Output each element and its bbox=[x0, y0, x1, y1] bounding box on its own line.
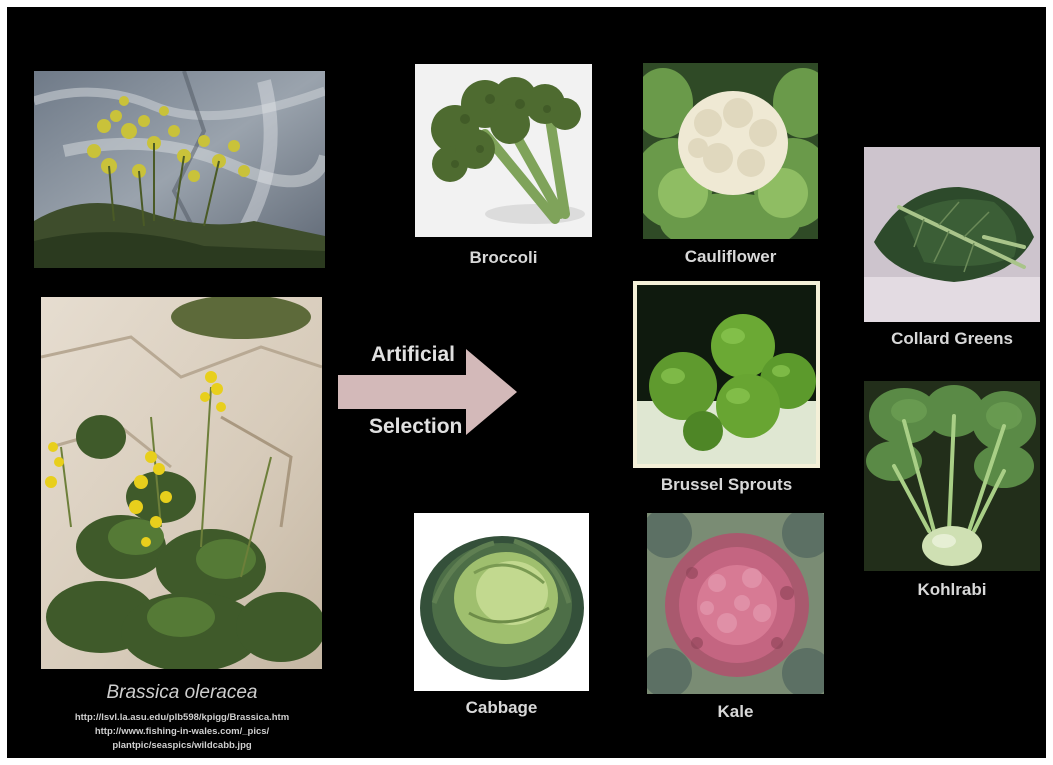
cabbage-label: Cabbage bbox=[414, 698, 589, 718]
source-url-2[interactable]: http://www.fishing-in-wales.com/_pics/ bbox=[34, 726, 330, 737]
broccoli-label: Broccoli bbox=[415, 248, 592, 268]
arrow-label-artificial: Artificial bbox=[371, 343, 455, 367]
slide: Brassica oleracea http://lsvl.la.asu.edu… bbox=[7, 7, 1046, 758]
source-url-3[interactable]: plantpic/seaspics/wildcabb.jpg bbox=[34, 740, 330, 751]
wild-mustard-cliff-photo bbox=[34, 71, 325, 268]
cauliflower-label: Cauliflower bbox=[643, 247, 818, 267]
broccoli-photo bbox=[415, 64, 592, 237]
kale-label: Kale bbox=[647, 702, 824, 722]
wild-cabbage-plant-photo bbox=[41, 297, 322, 669]
collard-greens-label: Collard Greens bbox=[864, 329, 1040, 349]
source-url-1[interactable]: http://lsvl.la.asu.edu/plb598/kpigg/Bras… bbox=[34, 712, 330, 723]
arrow-label-selection: Selection bbox=[369, 415, 462, 439]
cabbage-photo bbox=[414, 513, 589, 691]
kale-photo bbox=[647, 513, 824, 694]
collard-greens-photo bbox=[864, 147, 1040, 322]
brussel-sprouts-label: Brussel Sprouts bbox=[633, 475, 820, 495]
brussel-sprouts-photo bbox=[633, 281, 820, 468]
cauliflower-photo bbox=[643, 63, 818, 239]
species-name: Brassica oleracea bbox=[34, 682, 330, 704]
kohlrabi-photo bbox=[864, 381, 1040, 571]
kohlrabi-label: Kohlrabi bbox=[864, 580, 1040, 600]
